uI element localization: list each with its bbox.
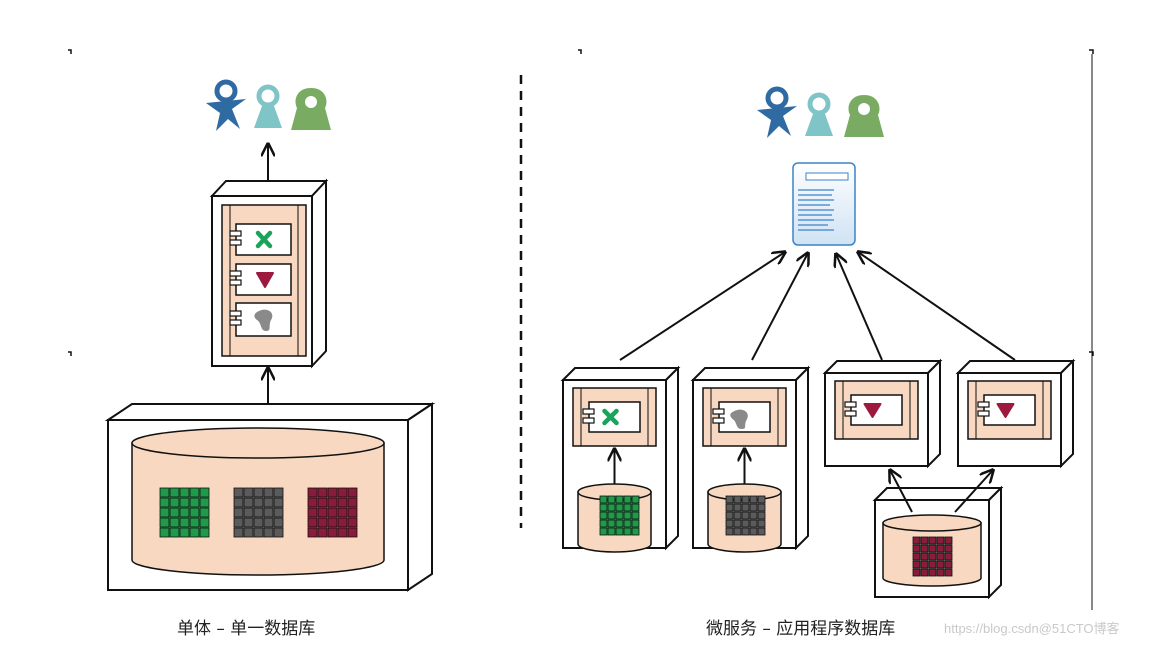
component-icon-green [229,223,292,256]
service-data-grids [599,495,766,536]
document-icon [792,162,856,246]
left-caption: 单体 – 单一数据库 [177,619,316,639]
component-icon [977,394,1036,426]
data-grid-green [159,487,210,538]
service-box-red-2 [955,358,1076,469]
data-grid-red [912,536,953,577]
component-icon-gray [229,302,292,337]
left-users-icon [206,82,331,131]
data-grid-gray [233,487,284,538]
shared-data-grid [912,536,953,577]
watermark: https://blog.csdn@51CTO博客 [944,621,1120,636]
shared-database-box [872,485,1004,600]
data-grid-red [307,487,358,538]
service-to-gateway-arrows [619,252,1016,361]
service-box-red-1 [822,358,943,469]
component-icon [844,394,903,426]
data-grid-green [599,495,640,536]
data-grid-gray [725,495,766,536]
right-caption: 微服务 – 应用程序数据库 [706,619,896,639]
shared-db-arrows [890,470,993,513]
component-icon [582,401,641,433]
monolith-database-box [104,402,436,592]
monolith-data-grids [159,487,358,538]
component-icon-red [229,263,292,296]
component-icon [712,401,771,433]
right-users-icon [757,89,884,138]
corner-marks [68,49,1094,356]
